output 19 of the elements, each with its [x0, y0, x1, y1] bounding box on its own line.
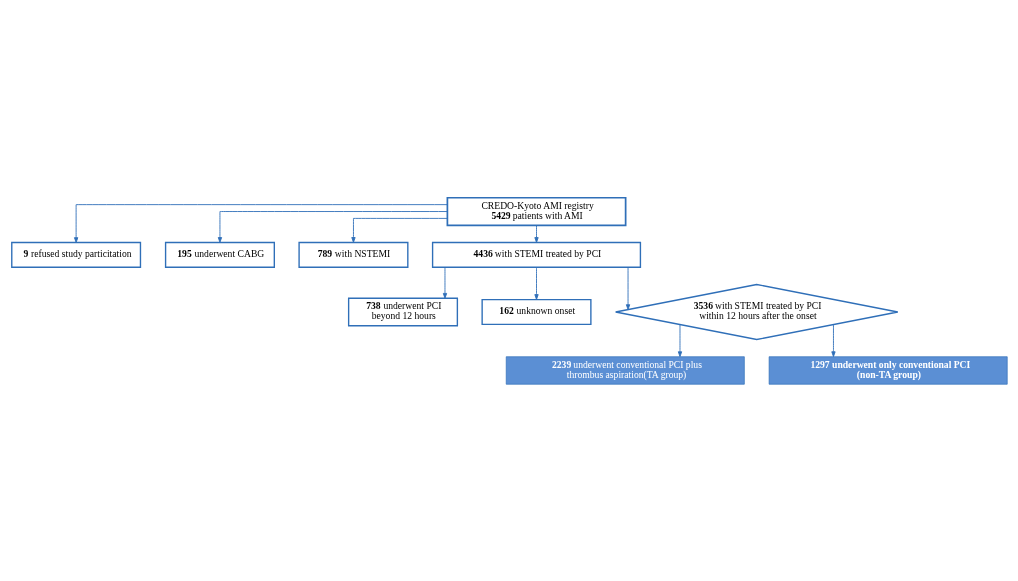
arrow — [625, 266, 630, 310]
node-diamond: 3536 with STEMI treated by PCI within 12 hours after the onset — [614, 283, 898, 340]
arrow — [350, 217, 448, 243]
node-box: CREDO-Kyoto AMI registry 5429 patients with AMI — [446, 196, 626, 226]
arrow — [677, 323, 682, 357]
arrow — [73, 203, 448, 243]
node-box: 4436 with STEMI treated by PCI — [431, 241, 641, 268]
arrow — [442, 266, 447, 299]
node-box: 9 refused study particitation — [10, 241, 141, 268]
arrow — [217, 210, 448, 243]
node-box: 162 unknown onset — [480, 298, 592, 325]
node-box: 195 underwent CABG — [164, 241, 275, 268]
node-box: 738 underwent PCI beyond 12 hours — [347, 297, 458, 326]
arrow — [533, 224, 539, 243]
node-box: 1297 underwent only conventional PCI (non-TA group) — [768, 355, 1008, 385]
arrow — [533, 266, 539, 300]
node-box: 2239 underwent conventional PCI plus thrombus aspiration(TA group) — [505, 355, 745, 385]
node-box: 789 with NSTEMI — [297, 241, 408, 268]
arrow — [830, 323, 836, 357]
